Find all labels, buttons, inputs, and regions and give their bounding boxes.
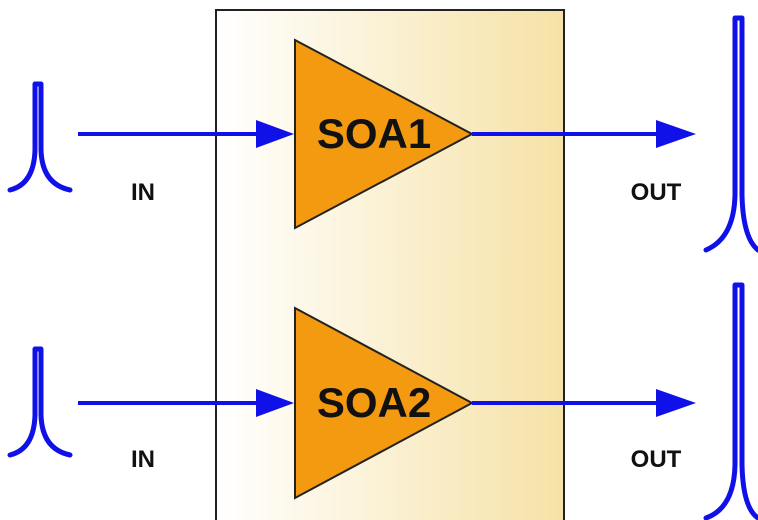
- input-label-1: IN: [131, 179, 155, 206]
- amplifier-triangle-2: [294, 306, 475, 500]
- amplifier-label-2: SOA2: [317, 379, 431, 426]
- amplifier-triangle-1: [294, 38, 475, 230]
- input-arrowhead-1: [256, 120, 294, 148]
- input-arrowhead-2: [256, 389, 294, 417]
- output-pulse-2: [703, 282, 758, 520]
- input-label-2: IN: [131, 446, 155, 473]
- output-label-2: OUT: [631, 446, 682, 473]
- output-label-1: OUT: [631, 179, 682, 206]
- output-arrowhead-1: [656, 120, 696, 148]
- output-pulse-1: [703, 15, 758, 253]
- input-pulse-2: [7, 346, 73, 458]
- channel-1: SOA1 IN OUT: [7, 15, 758, 253]
- input-pulse-1: [7, 81, 73, 193]
- output-arrowhead-2: [656, 389, 696, 417]
- amplifier-label-1: SOA1: [317, 110, 431, 157]
- channel-2: SOA2 IN OUT: [7, 282, 758, 520]
